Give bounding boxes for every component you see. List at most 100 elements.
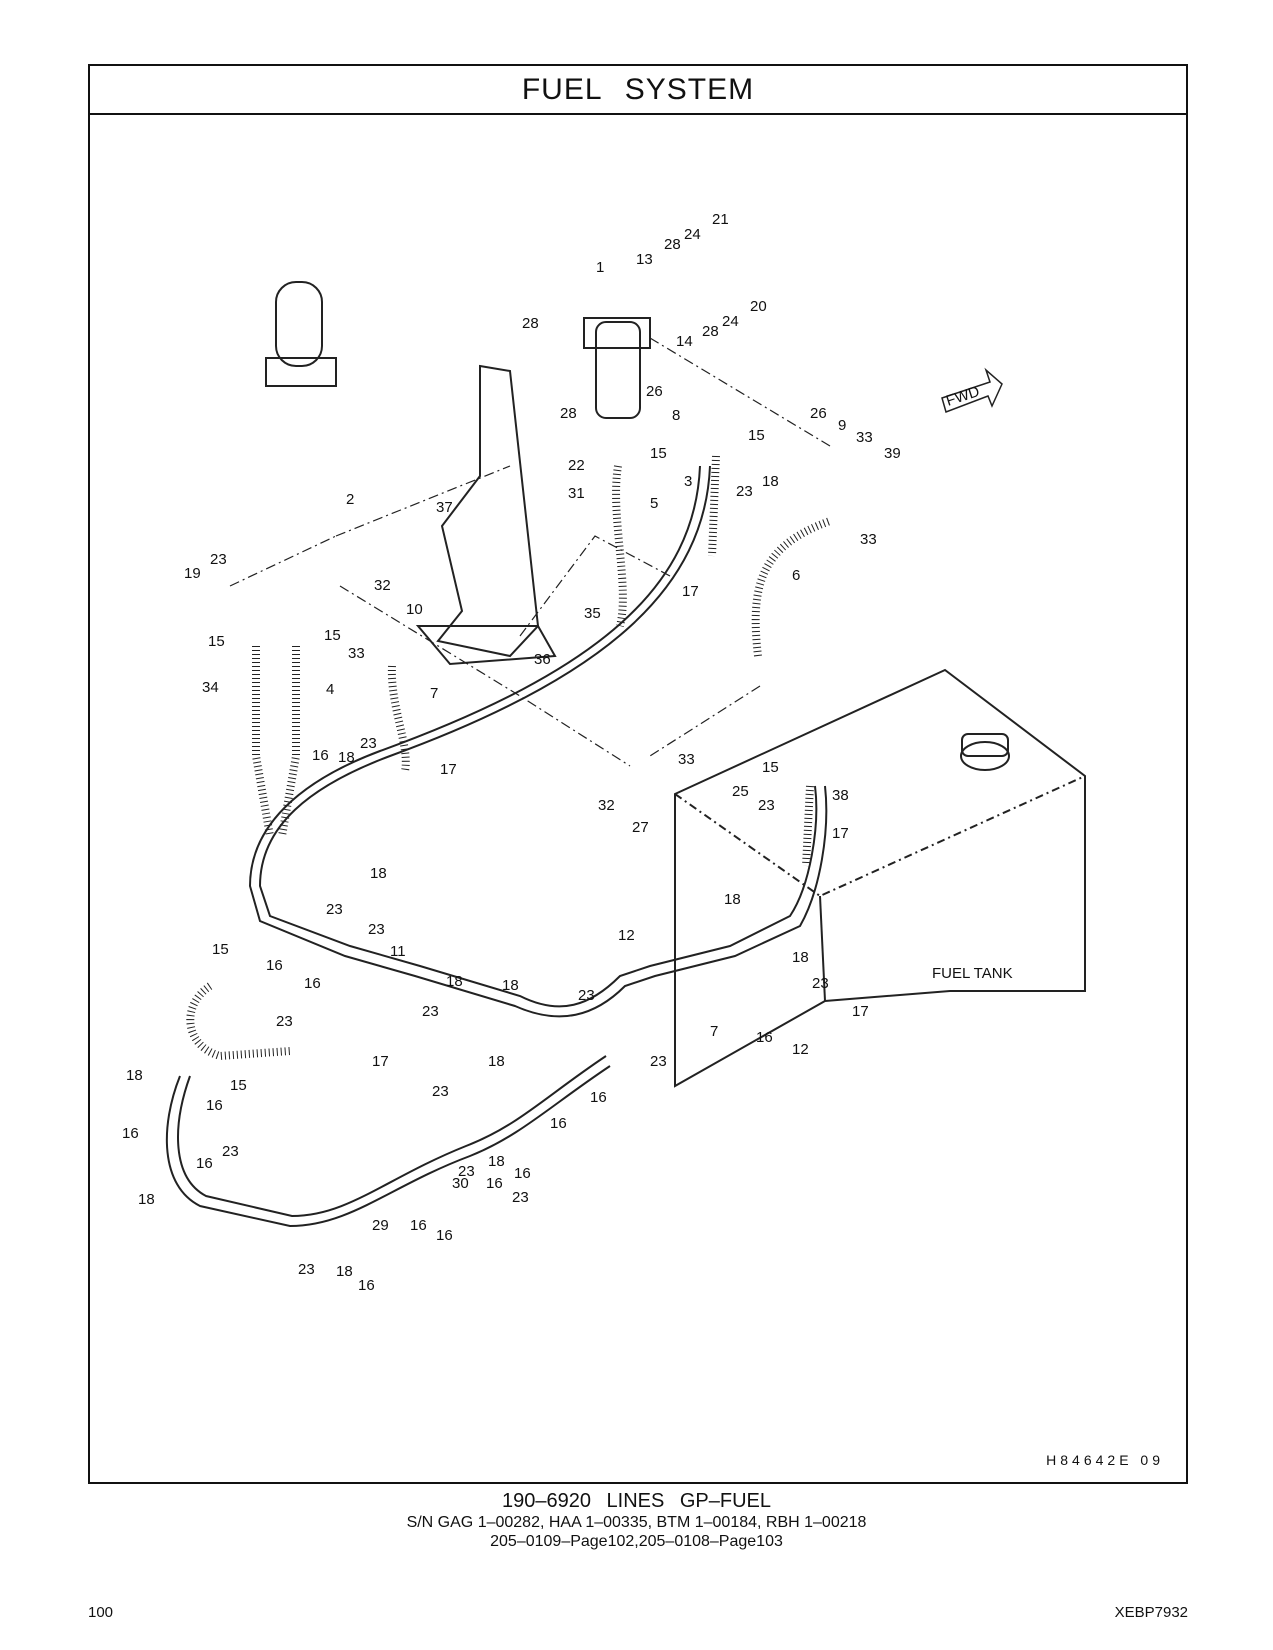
callout-label: 3: [684, 473, 692, 490]
callout-label: 2: [346, 491, 354, 508]
callout-label: 17: [682, 583, 699, 600]
callout-label: 8: [672, 407, 680, 424]
callout-label: 11: [390, 943, 406, 960]
callout-label: 35: [584, 605, 601, 622]
callout-label: 23: [422, 1003, 439, 1020]
callout-label: 14: [676, 333, 693, 350]
callout-label: 23: [578, 987, 595, 1004]
callout-label: 16: [590, 1089, 607, 1106]
callout-label: 16: [550, 1115, 567, 1132]
callout-label: 16: [486, 1175, 503, 1192]
callout-label: 24: [722, 313, 739, 330]
callout-label: 15: [748, 427, 765, 444]
callout-label: 12: [618, 927, 635, 944]
callout-label: 29: [372, 1217, 389, 1234]
fuel-line-return: [165, 1065, 611, 1228]
caption-serials: S/N GAG 1–00282, HAA 1–00335, BTM 1–0018…: [406, 1514, 867, 1531]
callout-label: 19: [184, 565, 201, 582]
callout-label: 23: [298, 1261, 315, 1278]
callout-label: 18: [502, 977, 519, 994]
callout-label: 18: [126, 1067, 143, 1084]
callout-label: 18: [338, 749, 355, 766]
callout-label: 23: [458, 1163, 475, 1180]
callout-label: 18: [138, 1191, 155, 1208]
callout-label: 4: [326, 681, 334, 698]
hose-4: [278, 646, 300, 837]
callout-label: 10: [406, 601, 423, 618]
page-number: 100: [88, 1604, 114, 1621]
callout-label: 18: [488, 1153, 505, 1170]
hose-7-upper: [387, 665, 410, 772]
callout-label: 18: [792, 949, 809, 966]
callout-label: 38: [832, 787, 849, 804]
callout-label: 26: [810, 405, 827, 422]
callout-label: 27: [632, 819, 649, 836]
fuel-system-diagram: FWD FUEL TANK 21 28 24 13 20 1 28 24 14 …: [122, 211, 1086, 1294]
callout-label: 16: [436, 1227, 453, 1244]
callout-label: 16: [196, 1155, 213, 1172]
callout-label: 15: [762, 759, 779, 776]
callout-label: 23: [512, 1189, 529, 1206]
callout-label: 6: [792, 567, 800, 584]
diagram-frame: FUEL SYSTEM: [88, 64, 1188, 1484]
callout-label: 23: [276, 1013, 293, 1030]
fuel-tank-outline: [674, 668, 1086, 1088]
hose-7-lower: [186, 982, 291, 1061]
callout-label: 7: [710, 1023, 718, 1040]
diagram-part: [265, 357, 337, 387]
callout-label: 23: [360, 735, 377, 752]
callout-label: 34: [202, 679, 219, 696]
callout-label: 39: [884, 445, 901, 462]
callout-label: 7: [430, 685, 438, 702]
callout-label: 23: [368, 921, 385, 938]
callout-label: 33: [856, 429, 873, 446]
diagram-part: [165, 281, 1086, 1228]
callout-label: 18: [488, 1053, 505, 1070]
callout-label: 15: [230, 1077, 247, 1094]
fuel-filter-2: [275, 281, 323, 367]
callout-label: 16: [514, 1165, 531, 1182]
callout-label: 16: [266, 957, 283, 974]
callout-label: 37: [436, 499, 453, 516]
callout-label: 23: [222, 1143, 239, 1160]
drawing-reference: H84642E 09: [1046, 1452, 1164, 1468]
fuel-line-main: [258, 465, 818, 1008]
callout-label: 23: [650, 1053, 667, 1070]
callout-label: 23: [812, 975, 829, 992]
callout-label: 32: [598, 797, 615, 814]
callout-label: 24: [684, 226, 701, 243]
hose-34: [252, 646, 274, 837]
fuel-filter-1: [595, 321, 641, 419]
callout-label: 13: [636, 251, 653, 268]
callout-labels: 21 28 24 13 20 1 28 24 14 28 26 8 28 15 …: [122, 211, 901, 1294]
callout-label: 9: [838, 417, 846, 434]
callout-label: 16: [206, 1097, 223, 1114]
callout-label: 22: [568, 457, 585, 474]
hose-6: [751, 517, 832, 657]
diagram-part: [583, 317, 651, 349]
callout-label: 17: [372, 1053, 389, 1070]
fuel-tank-cap-body: [961, 733, 1009, 757]
callout-label: 15: [324, 627, 341, 644]
callout-label: 33: [348, 645, 365, 662]
hose-3: [708, 455, 720, 557]
callout-label: 18: [336, 1263, 353, 1280]
callout-label: 28: [702, 323, 719, 340]
callout-label: 28: [522, 315, 539, 332]
diagram-part: [229, 337, 831, 767]
callout-label: 23: [210, 551, 227, 568]
callout-label: 16: [410, 1217, 427, 1234]
callout-label: 28: [664, 236, 681, 253]
page-title: FUEL SYSTEM: [90, 66, 1186, 115]
callout-label: 5: [650, 495, 658, 512]
callout-label: 20: [750, 298, 767, 315]
callout-label: 17: [832, 825, 849, 842]
diagram-part: [941, 367, 1003, 413]
callout-label: 23: [758, 797, 775, 814]
hose-38: [802, 785, 814, 867]
fuel-tank-label: FUEL TANK: [932, 965, 1013, 982]
diagram-part: [177, 1055, 607, 1218]
callout-label: 15: [212, 941, 229, 958]
callout-label: 28: [560, 405, 577, 422]
callout-label: 36: [534, 651, 551, 668]
